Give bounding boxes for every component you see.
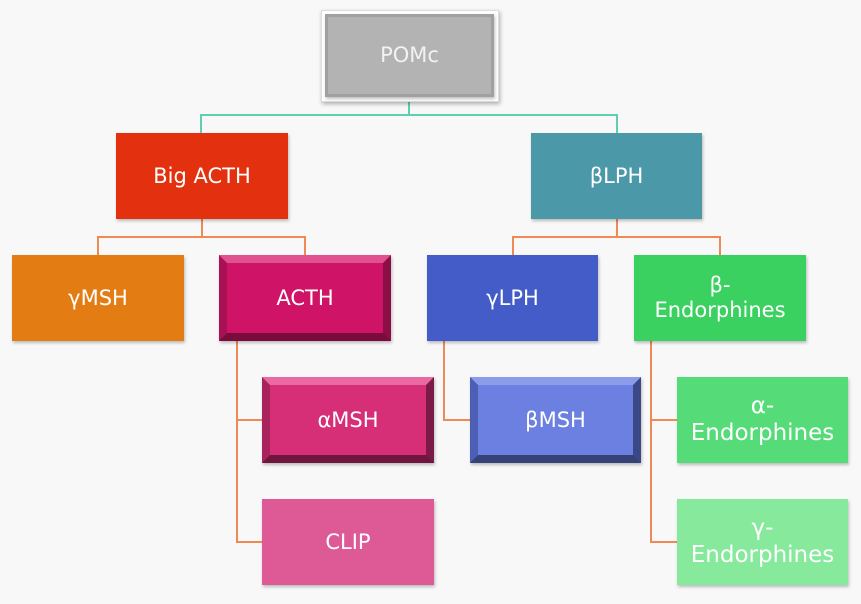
- edge-pomc-big-acth: [200, 100, 410, 133]
- node-gamma-msh: γMSH: [12, 255, 184, 341]
- node-pomc: POMc: [325, 14, 494, 97]
- node-beta-msh: βMSH: [470, 377, 641, 463]
- node-acth: ACTH: [219, 255, 391, 341]
- node-big-acth: Big ACTH: [116, 133, 288, 219]
- node-gamma-endorphines: γ- Endorphines: [677, 499, 848, 585]
- edge-acth-clip: [236, 420, 262, 543]
- node-beta-lph: βLPH: [531, 133, 702, 219]
- edge-big-acth-acth: [202, 236, 306, 255]
- edge-beta-end-alpha-end: [650, 341, 677, 421]
- node-gamma-lph: γLPH: [427, 255, 598, 341]
- edge-acth-alpha-msh: [236, 341, 262, 421]
- node-alpha-endorphines: α- Endorphines: [677, 377, 848, 463]
- edge-gamma-lph-beta-msh: [443, 341, 470, 421]
- node-alpha-msh: αMSH: [262, 377, 434, 463]
- edge-pomc-beta-lph: [409, 114, 618, 133]
- edge-beta-lph-beta-endorphines: [617, 236, 721, 255]
- edge-beta-end-gamma-end: [650, 420, 677, 543]
- node-clip: CLIP: [262, 499, 434, 585]
- edge-big-acth-gamma-msh: [97, 219, 203, 255]
- node-beta-endorphines: β- Endorphines: [634, 255, 806, 341]
- edge-beta-lph-gamma-lph: [512, 219, 618, 255]
